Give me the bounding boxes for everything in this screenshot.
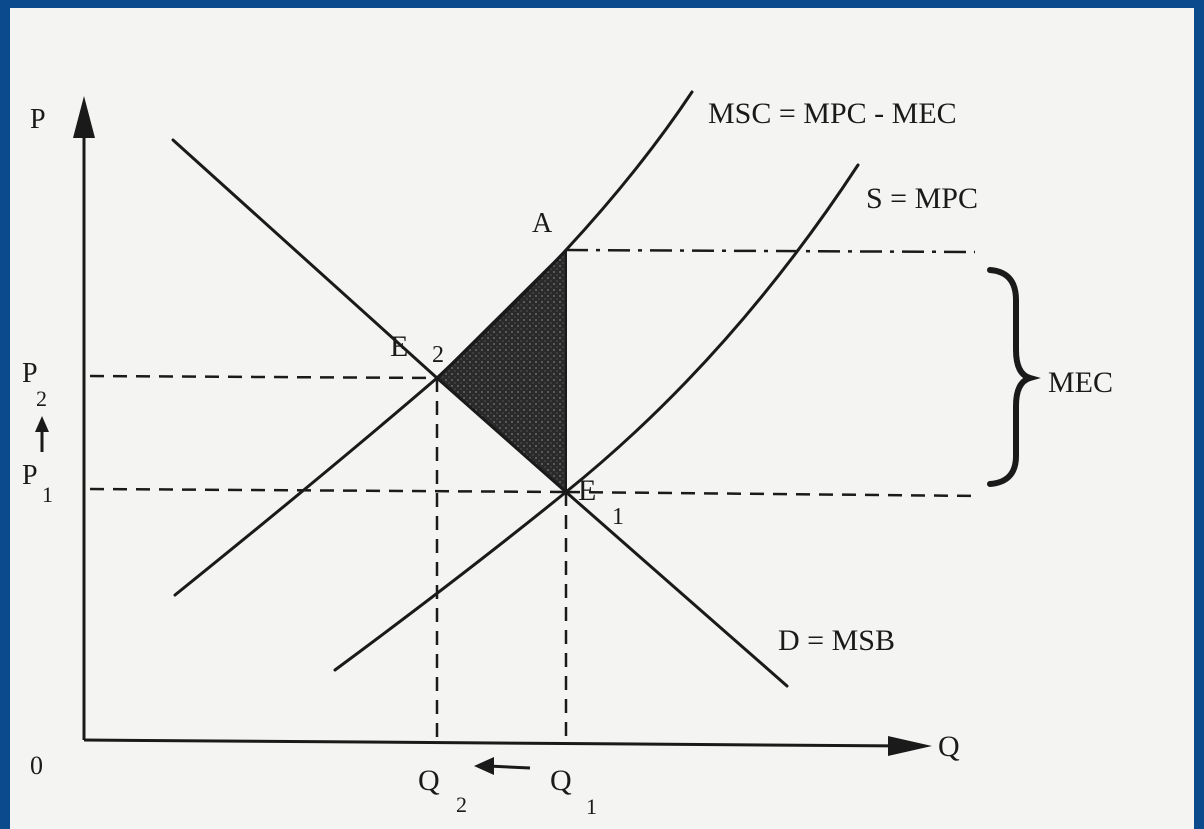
x-axis-arrow xyxy=(888,736,932,756)
p2-guide xyxy=(89,374,438,380)
p2-label: P xyxy=(22,358,38,389)
origin-label: 0 xyxy=(30,751,43,780)
p2-subscript: 2 xyxy=(36,386,47,411)
q2-subscript: 2 xyxy=(456,792,467,817)
point-e1-label: E xyxy=(578,474,596,507)
demand-curve-label: D = MSB xyxy=(778,624,895,657)
point-e1-subscript: 1 xyxy=(612,504,624,530)
quantity-fall-arrow-shaft xyxy=(487,764,531,770)
q1-label: Q xyxy=(550,764,572,797)
p1-subscript: 1 xyxy=(42,482,53,507)
point-e2-subscript: 2 xyxy=(432,342,444,368)
e1-mec-guide xyxy=(565,490,981,498)
msc-curve-label: MSC = MPC - MEC xyxy=(708,97,957,130)
point-e2-label: E xyxy=(390,330,408,363)
p1-guide xyxy=(89,487,567,494)
deadweight-loss-area xyxy=(435,247,567,495)
demand-curve xyxy=(171,138,789,688)
x-axis-label: Q xyxy=(938,730,960,763)
mec-brace xyxy=(987,267,1041,487)
point-a-label: A xyxy=(532,208,553,239)
a-mec-guide xyxy=(565,248,976,254)
supply-curve xyxy=(333,163,860,672)
mec-brace-label: MEC xyxy=(1048,366,1113,399)
q1-subscript: 1 xyxy=(586,794,597,819)
p1-label: P xyxy=(22,460,38,491)
y-axis-arrow xyxy=(73,96,95,138)
y-axis-label: P xyxy=(30,104,46,135)
diagram-canvas xyxy=(10,8,1194,829)
quantity-fall-arrow-icon xyxy=(474,757,494,775)
x-axis xyxy=(83,738,906,748)
q2-label: Q xyxy=(418,764,440,797)
price-rise-arrow-icon xyxy=(35,416,49,432)
supply-curve-label: S = MPC xyxy=(866,182,978,215)
msc-curve xyxy=(173,90,694,597)
